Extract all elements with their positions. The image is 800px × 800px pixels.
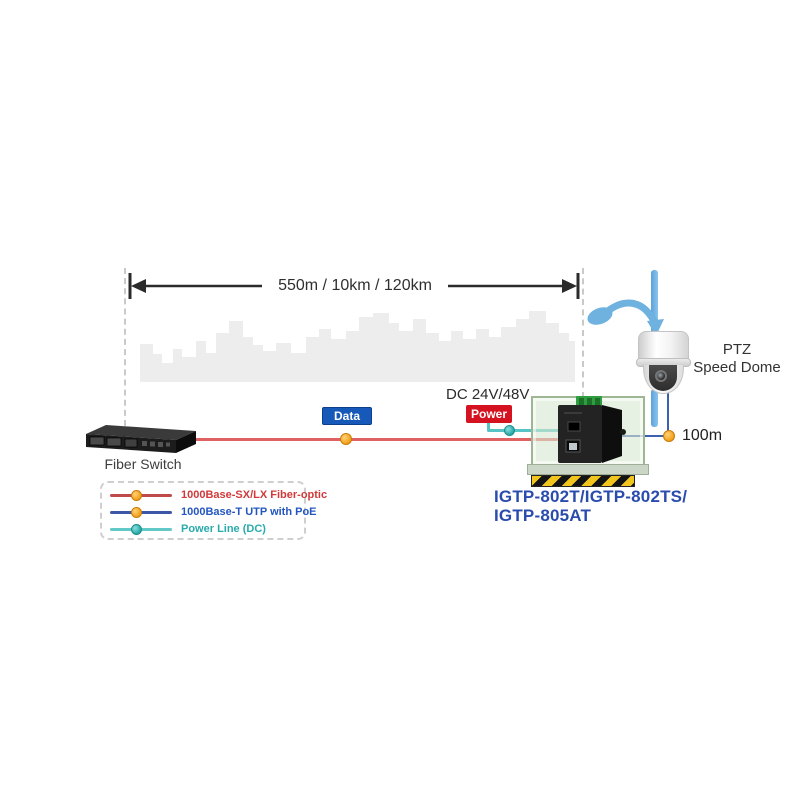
poe-switch-model-label: IGTP-802T/IGTP-802TS/ IGTP-805AT: [494, 487, 687, 525]
power-junction-dot: [504, 425, 515, 436]
legend-item-power: Power Line (DC): [110, 523, 266, 535]
distance-label: 550m / 10km / 120km: [262, 275, 448, 296]
legend-power-label: Power Line (DC): [181, 523, 266, 535]
industrial-poe-switch-device: [558, 396, 626, 463]
camera-label-line1: PTZ: [722, 341, 752, 358]
dashed-guide-left: [124, 268, 126, 426]
legend-fiber-label: 1000Base-SX/LX Fiber-optic: [181, 489, 328, 501]
legend-fiber-dot-icon: [131, 489, 142, 501]
camera-label: PTZ Speed Dome: [692, 341, 782, 377]
data-junction-dot: [340, 433, 352, 445]
camera-label-line2: Speed Dome: [693, 359, 781, 376]
fiber-switch-device: [86, 425, 196, 453]
poe-switch-model-line2: IGTP-805AT: [494, 506, 592, 525]
legend-utp-dot-icon: [131, 506, 142, 518]
camera-lens-icon: [655, 370, 667, 382]
dashed-guide-right: [582, 268, 584, 398]
legend-power-dot-icon: [131, 523, 142, 535]
dc-input-label: DC 24V/48V: [446, 386, 530, 403]
legend-power-line-swatch: [110, 523, 172, 535]
legend-item-utp: 1000Base-T UTP with PoE: [110, 506, 317, 518]
power-line-horizontal: [487, 429, 559, 432]
power-badge: Power: [466, 405, 512, 423]
camera-pole-lower: [651, 389, 658, 427]
hazard-stripe: [531, 475, 635, 487]
utp-distance-label: 100m: [682, 427, 723, 444]
legend-item-fiber: 1000Base-SX/LX Fiber-optic: [110, 489, 327, 501]
camera-body: [638, 331, 689, 363]
utp-line-vertical: [667, 391, 669, 436]
legend-utp-line-swatch: [110, 506, 172, 518]
fiber-optic-line: [190, 438, 558, 441]
camera-pole-upper: [651, 270, 658, 334]
distance-arrow: [128, 273, 580, 299]
utp-line-horizontal: [620, 435, 670, 437]
utp-junction-dot: [663, 430, 675, 442]
fiber-switch-label: Fiber Switch: [104, 456, 182, 472]
legend-box: 1000Base-SX/LX Fiber-optic 1000Base-T UT…: [100, 481, 327, 540]
pan-arrow-icon: [587, 299, 664, 336]
poe-switch-model-line1: IGTP-802T/IGTP-802TS/: [494, 487, 688, 506]
legend-fiber-line-swatch: [110, 489, 172, 501]
legend-utp-label: 1000Base-T UTP with PoE: [181, 506, 317, 518]
mounting-base: [527, 464, 649, 475]
power-line-vertical: [487, 420, 490, 431]
data-badge: Data: [322, 407, 372, 425]
